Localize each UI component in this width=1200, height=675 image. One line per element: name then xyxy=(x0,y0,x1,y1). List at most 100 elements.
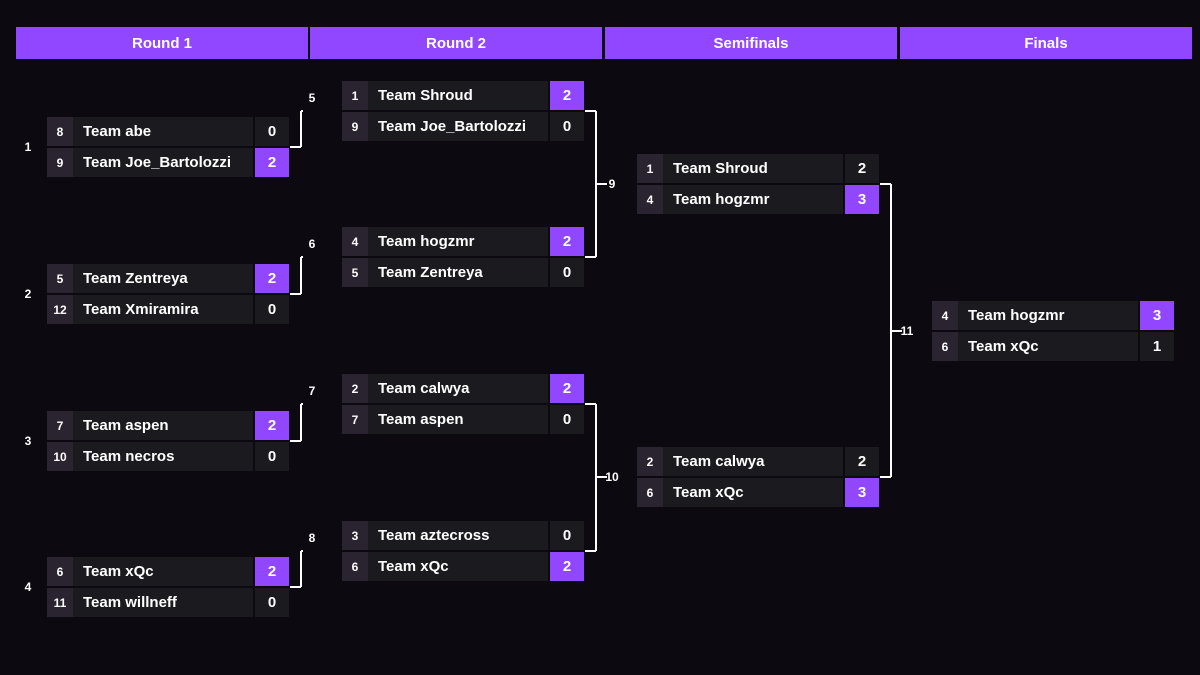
team-score: 0 xyxy=(550,112,584,141)
team-name: Team calwya xyxy=(663,447,843,476)
team-name: Team aspen xyxy=(368,405,548,434)
team-score: 0 xyxy=(550,521,584,550)
match-number: 3 xyxy=(24,434,32,448)
team-name: Team abe xyxy=(73,117,253,146)
team-score: 2 xyxy=(845,154,879,183)
match-number: 10 xyxy=(605,470,619,484)
team-name: Team xQc xyxy=(73,557,253,586)
team-seed: 4 xyxy=(932,301,958,330)
team-seed: 2 xyxy=(342,374,368,403)
team-score: 2 xyxy=(550,81,584,110)
team-seed: 8 xyxy=(47,117,73,146)
team-score: 3 xyxy=(845,478,879,507)
team-name: Team calwya xyxy=(368,374,548,403)
team-name: Team aspen xyxy=(73,411,253,440)
team-score: 0 xyxy=(255,295,289,324)
team-score: 3 xyxy=(1140,301,1174,330)
team-score: 0 xyxy=(550,258,584,287)
match-number: 2 xyxy=(24,287,32,301)
team-score: 2 xyxy=(550,552,584,581)
team-score: 2 xyxy=(550,374,584,403)
round-header: Round 2 xyxy=(310,27,602,59)
team-score: 0 xyxy=(255,588,289,617)
match-number: 8 xyxy=(308,531,316,545)
team-seed: 3 xyxy=(342,521,368,550)
team-score: 2 xyxy=(255,264,289,293)
team-seed: 6 xyxy=(47,557,73,586)
team-seed: 4 xyxy=(637,185,663,214)
team-name: Team necros xyxy=(73,442,253,471)
team-seed: 9 xyxy=(47,148,73,177)
team-seed: 1 xyxy=(637,154,663,183)
team-name: Team xQc xyxy=(958,332,1138,361)
team-seed: 12 xyxy=(47,295,73,324)
match-number: 9 xyxy=(608,177,616,191)
match-number: 5 xyxy=(308,91,316,105)
team-name: Team xQc xyxy=(663,478,843,507)
team-score: 2 xyxy=(255,148,289,177)
team-seed: 5 xyxy=(342,258,368,287)
team-name: Team Joe_Bartolozzi xyxy=(368,112,548,141)
team-name: Team hogzmr xyxy=(368,227,548,256)
team-score: 2 xyxy=(255,557,289,586)
team-score: 3 xyxy=(845,185,879,214)
team-name: Team Shroud xyxy=(368,81,548,110)
team-seed: 2 xyxy=(637,447,663,476)
team-seed: 9 xyxy=(342,112,368,141)
team-score: 2 xyxy=(255,411,289,440)
match-number: 7 xyxy=(308,384,316,398)
team-name: Team hogzmr xyxy=(958,301,1138,330)
team-seed: 1 xyxy=(342,81,368,110)
team-score: 0 xyxy=(255,117,289,146)
team-score: 0 xyxy=(255,442,289,471)
match-number: 1 xyxy=(24,140,32,154)
team-seed: 6 xyxy=(342,552,368,581)
team-score: 1 xyxy=(1140,332,1174,361)
team-name: Team Zentreya xyxy=(368,258,548,287)
round-header: Finals xyxy=(900,27,1192,59)
round-header: Semifinals xyxy=(605,27,897,59)
team-name: Team xQc xyxy=(368,552,548,581)
team-name: Team Joe_Bartolozzi xyxy=(73,148,253,177)
team-name: Team hogzmr xyxy=(663,185,843,214)
team-seed: 7 xyxy=(342,405,368,434)
team-seed: 4 xyxy=(342,227,368,256)
match-number: 6 xyxy=(308,237,316,251)
team-score: 2 xyxy=(845,447,879,476)
match-number: 4 xyxy=(24,580,32,594)
round-header: Round 1 xyxy=(16,27,308,59)
team-name: Team Shroud xyxy=(663,154,843,183)
team-seed: 11 xyxy=(47,588,73,617)
team-seed: 7 xyxy=(47,411,73,440)
team-score: 0 xyxy=(550,405,584,434)
team-seed: 6 xyxy=(637,478,663,507)
team-score: 2 xyxy=(550,227,584,256)
team-name: Team willneff xyxy=(73,588,253,617)
team-name: Team aztecross xyxy=(368,521,548,550)
team-seed: 6 xyxy=(932,332,958,361)
